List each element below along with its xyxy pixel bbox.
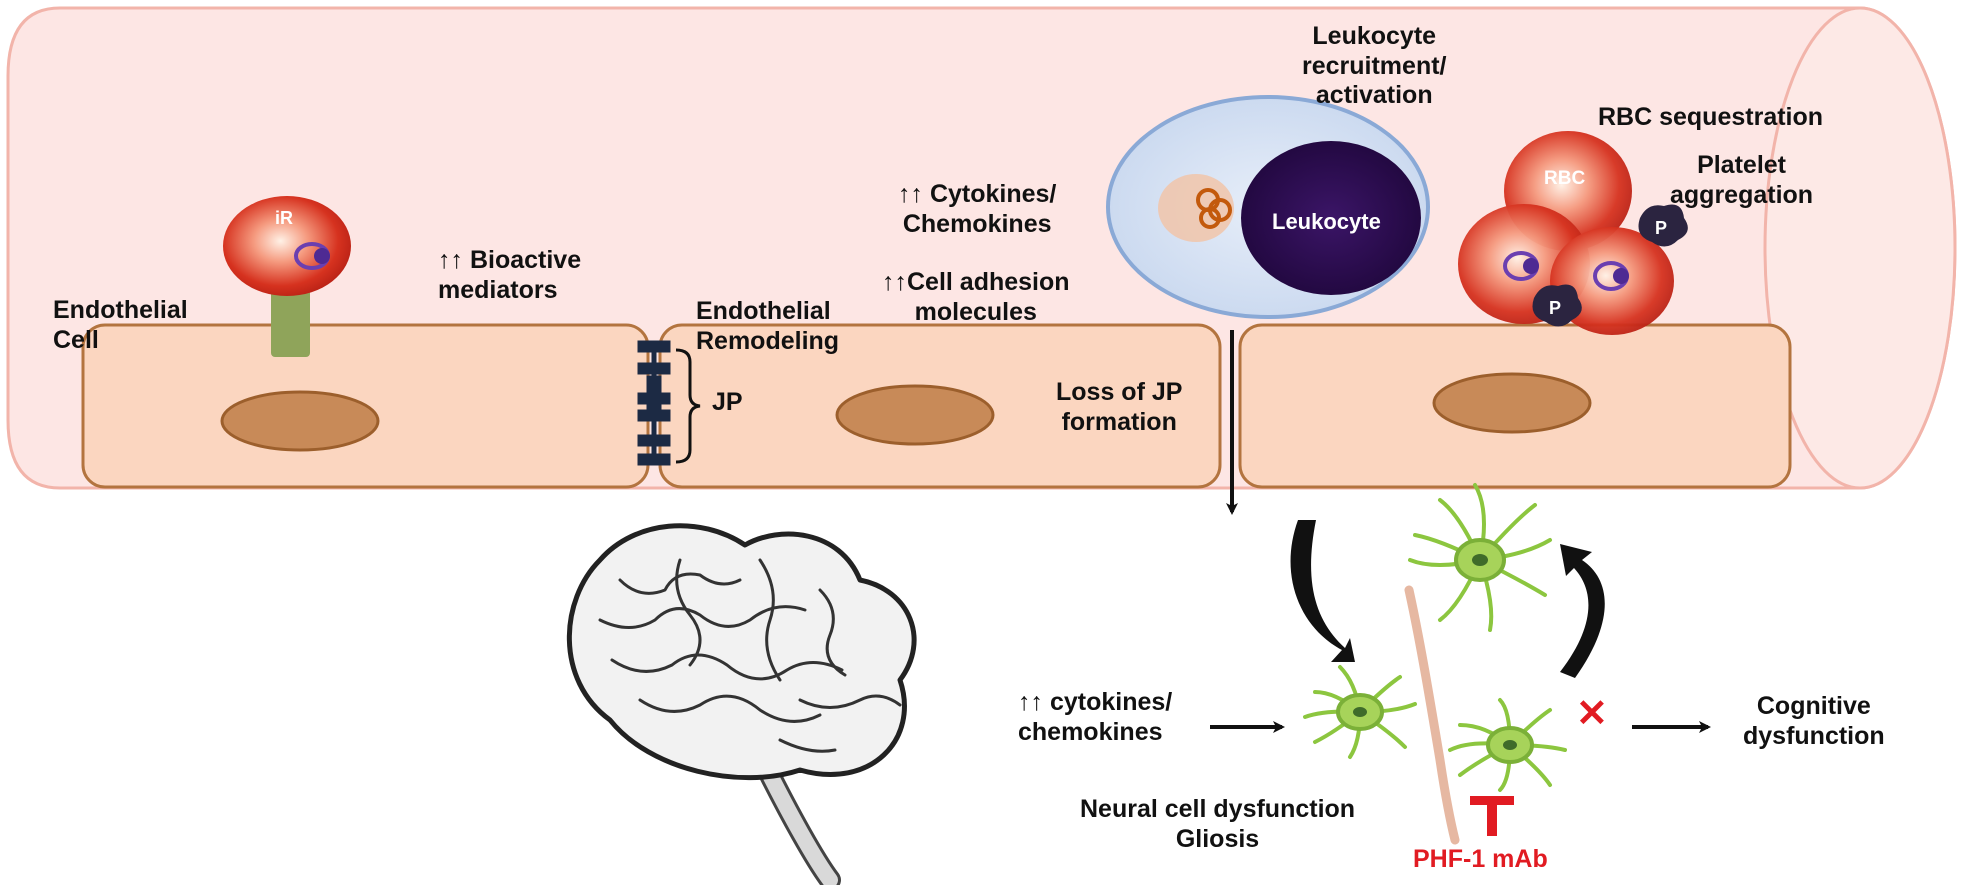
brain-icon <box>566 523 917 885</box>
jp-label: JP <box>712 388 743 416</box>
cytokines-chemokines-label: ↑↑ Cytokines/Chemokines <box>898 180 1057 238</box>
rbc-sequestration-label: RBC sequestration <box>1598 103 1824 131</box>
parasite-rings-icon <box>1196 188 1232 229</box>
jp-bracket <box>675 348 701 464</box>
inhibit-t-icon <box>1470 796 1514 836</box>
platelet-icon <box>1532 204 1688 327</box>
astrocyte-bottom-icon <box>1448 698 1567 792</box>
astrocyte-left-icon <box>1303 665 1417 759</box>
leukocyte-label: Leukocyte <box>1272 209 1381 234</box>
leukocyte-cytoplasm-blob <box>1158 174 1234 242</box>
curved-arrow-out-astrocyte <box>1560 544 1605 678</box>
capillary-strand <box>1404 585 1460 845</box>
rbc-label: RBC <box>1544 168 1586 189</box>
phf1-mab-label: PHF-1 mAb <box>1413 845 1548 873</box>
block-x-icon: ✕ <box>1576 693 1608 735</box>
endothelial-cell-1 <box>81 323 650 489</box>
receptor-stalk <box>271 289 310 357</box>
platelet-p-label-1: P <box>1655 218 1668 238</box>
parasite-icon <box>314 248 330 264</box>
curved-arrow-into-astrocyte <box>1290 520 1355 662</box>
ir-rbc <box>223 196 351 296</box>
cytokines-lower-label: ↑↑ cytokines/chemokines <box>1018 688 1173 746</box>
platelet-p-label-2: P <box>1549 298 1562 318</box>
ir-label: iR <box>275 208 293 228</box>
leukocyte-nucleus <box>1241 141 1421 295</box>
junctional-protein-icon <box>637 340 671 466</box>
endothelial-cell-3 <box>1238 323 1792 489</box>
astrocyte-top-icon <box>1408 483 1552 632</box>
